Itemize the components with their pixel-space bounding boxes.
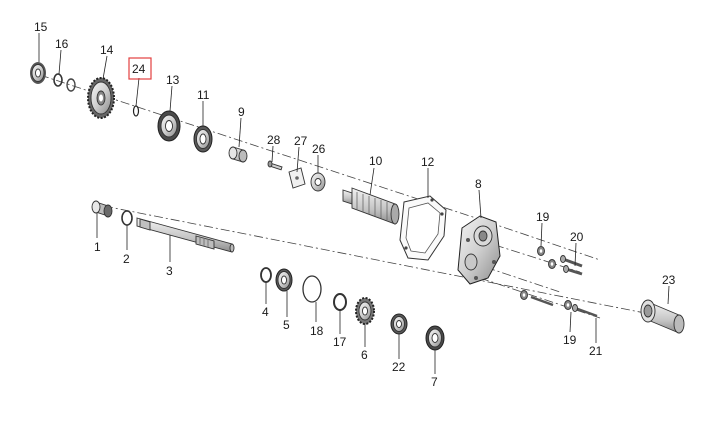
- label-part-21[interactable]: 21: [589, 344, 603, 358]
- part-24-washer[interactable]: [132, 105, 140, 117]
- label-part-9[interactable]: 9: [238, 105, 245, 119]
- part-6-gear[interactable]: [355, 297, 375, 325]
- label-part-8[interactable]: 8: [475, 177, 482, 191]
- part-19-nut-upper[interactable]: [537, 246, 545, 256]
- label-part-19-upper[interactable]: 19: [536, 210, 550, 224]
- part-12-gasket[interactable]: [399, 195, 447, 261]
- part-19-nut-mid[interactable]: [548, 259, 556, 269]
- label-part-22[interactable]: 22: [392, 360, 406, 374]
- part-13-bearing[interactable]: [157, 110, 181, 142]
- part-16-snap-ring[interactable]: [53, 73, 63, 87]
- leader-lines: [38, 33, 670, 374]
- part-labels: 15 16 14 24 13 11 9 28 27 26 10 12 8 19 …: [34, 20, 676, 389]
- part-20-bolt-2[interactable]: [563, 265, 583, 276]
- label-part-14[interactable]: 14: [100, 43, 114, 57]
- label-part-11[interactable]: 11: [197, 88, 210, 102]
- lower-axis: [103, 205, 661, 317]
- label-part-24[interactable]: 24: [132, 62, 146, 76]
- label-part-2[interactable]: 2: [123, 252, 130, 266]
- label-part-27[interactable]: 27: [294, 134, 308, 148]
- part-5-bearing[interactable]: [275, 268, 293, 292]
- label-part-12[interactable]: 12: [421, 155, 435, 169]
- part-long-bolt[interactable]: [530, 295, 554, 307]
- part-19-nut-bottom[interactable]: [564, 300, 572, 310]
- part-18-retaining-ring[interactable]: [302, 275, 322, 303]
- part-19-nut-lower[interactable]: [520, 290, 528, 300]
- cover-axis-a: [487, 221, 601, 261]
- label-part-28[interactable]: 28: [267, 133, 281, 147]
- label-part-3[interactable]: 3: [166, 264, 173, 278]
- label-part-18[interactable]: 18: [310, 324, 324, 338]
- part-21-bolt[interactable]: [572, 304, 598, 318]
- part-2-ring[interactable]: [121, 210, 133, 226]
- label-part-10[interactable]: 10: [369, 154, 383, 168]
- part-26-sensor[interactable]: [310, 172, 326, 192]
- label-part-15[interactable]: 15: [34, 20, 48, 34]
- part-8-cover[interactable]: [457, 215, 501, 285]
- part-22-bearing[interactable]: [390, 313, 408, 335]
- part-7-bearing[interactable]: [425, 325, 445, 351]
- cover-axis-d: [479, 277, 601, 319]
- part-11-bearing[interactable]: [193, 125, 213, 153]
- part-3-main-shaft[interactable]: [136, 217, 235, 253]
- label-part-19-lower[interactable]: 19: [563, 333, 577, 347]
- part-4-snap-ring[interactable]: [260, 267, 272, 283]
- part-1-needle-bearing[interactable]: [91, 200, 113, 218]
- highlight-box: [128, 57, 152, 80]
- label-part-4[interactable]: 4: [262, 305, 269, 319]
- part-9-bushing[interactable]: [228, 146, 248, 163]
- label-part-17[interactable]: 17: [333, 335, 347, 349]
- label-part-23[interactable]: 23: [662, 273, 676, 287]
- part-20-bolt[interactable]: [560, 255, 583, 268]
- label-part-20[interactable]: 20: [570, 230, 584, 244]
- label-part-5[interactable]: 5: [283, 318, 290, 332]
- part-15-bearing[interactable]: [30, 62, 46, 84]
- part-17-washer[interactable]: [333, 293, 347, 311]
- label-part-26[interactable]: 26: [312, 142, 326, 156]
- label-part-1[interactable]: 1: [94, 240, 101, 254]
- part-10-splined-shaft[interactable]: [342, 187, 400, 225]
- upper-axis: [39, 74, 489, 223]
- label-part-6[interactable]: 6: [361, 348, 368, 362]
- part-14-gear[interactable]: [87, 77, 115, 119]
- part-spacer-ring[interactable]: [66, 78, 76, 92]
- part-23-sleeve[interactable]: [640, 299, 685, 334]
- label-part-7[interactable]: 7: [431, 375, 438, 389]
- label-part-13[interactable]: 13: [166, 73, 180, 87]
- label-part-16[interactable]: 16: [55, 37, 69, 51]
- part-28-bolt[interactable]: [267, 160, 283, 171]
- cover-axis-c: [469, 261, 561, 293]
